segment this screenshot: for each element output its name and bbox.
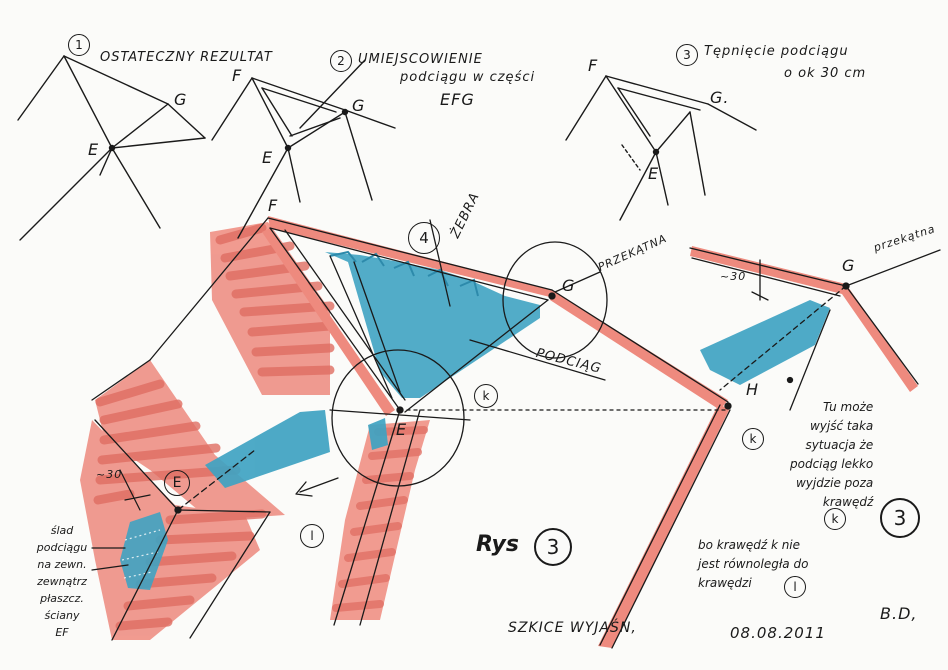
sketch2-title-line3: EFG [440, 90, 475, 109]
right-note2-line: jest równoległa do [698, 557, 809, 571]
sketch1-title: OSTATECZNY REZULTAT [100, 50, 273, 65]
right-note: Tu może wyjść taka sytuacja że podciąg lekk… [790, 398, 873, 512]
main-number: 4 [419, 229, 429, 247]
sketch1-number-circle: 1 [68, 34, 90, 56]
right-note-line: sytuacja że [805, 438, 874, 452]
ink-left-details [91, 469, 151, 571]
left-note: ślad podciągu na zewn. zewnątrz płaszcz. ścia… [26, 522, 98, 641]
ink-sketch2 [211, 59, 396, 239]
main-label-l: l [310, 529, 314, 543]
ribs-fill [325, 252, 540, 398]
right-note-line: Tu może [822, 400, 874, 414]
sketch3-number: 3 [683, 48, 691, 62]
right-big-three: 3 [893, 506, 907, 530]
ink-main [91, 217, 732, 641]
main-label-e: E [396, 420, 408, 439]
main-k-circle: k [474, 384, 498, 408]
right-note-line: krawędź [822, 495, 874, 509]
main-label-g: G [562, 276, 576, 295]
ink-sketch1 [17, 55, 206, 241]
left-note-line: EF [55, 626, 69, 639]
right-note-k: k [831, 512, 839, 526]
ink-sketch3 [565, 75, 757, 221]
left-label-e: E [172, 475, 182, 491]
trace-blue [120, 512, 168, 590]
ink-right [599, 247, 941, 649]
left-note-line: płaszcz. [40, 592, 84, 605]
sketch2-label-f: F [232, 66, 243, 85]
left-note-line: ściany [44, 609, 80, 622]
sketch2-label-e: E [262, 148, 274, 167]
figure-number-circle: 3 [534, 528, 572, 566]
date: 08.08.2011 [730, 624, 826, 642]
left-note-line: podciągu [36, 541, 88, 554]
right-big-three-circle: 3 [880, 498, 920, 538]
main-label-k: k [482, 389, 490, 403]
podciag-right [700, 300, 830, 385]
main-number-circle: 4 [408, 222, 440, 254]
sketch1-label-e: E [88, 140, 100, 159]
sketch3-label-f: F [588, 56, 599, 75]
signature: B.D, [880, 604, 918, 623]
sketch3-label-e: E [648, 164, 660, 183]
left-dim: ~30 [96, 468, 123, 481]
right-note-line: wyjdzie poza [795, 476, 874, 490]
right-note-line: wyjść taka [809, 419, 874, 433]
right-l-circle: l [784, 576, 806, 598]
right-note-line: podciąg lekko [790, 457, 874, 471]
right-k-circle-top: k [742, 428, 764, 450]
sketch2-title-line2: podciągu w części [400, 70, 536, 85]
right-dim: ~30 [720, 270, 747, 283]
right-label-g: G [842, 256, 856, 275]
left-note-line: zewnątrz [37, 575, 87, 588]
sketch1-label-g: G [174, 90, 188, 109]
left-note-line: ślad [50, 524, 74, 537]
right-k-top: k [749, 432, 757, 446]
caption: SZKICE WYJAŚN, [508, 620, 637, 636]
sketch2-label-g: G [352, 96, 366, 115]
right-label-h: H [746, 380, 760, 399]
right-note2-line: krawędzi [698, 576, 752, 590]
right-note2: bo krawędź k nie jest równoległa do krawęd… [698, 536, 808, 593]
right-note2-l: l [793, 580, 797, 594]
sketch3-number-circle: 3 [676, 44, 698, 66]
wall-fill-column [330, 420, 430, 620]
left-note-line: na zewn. [37, 558, 87, 571]
sketch3-title-line2: o ok 30 cm [784, 66, 867, 81]
podciag-lower [205, 410, 388, 488]
main-label-f: F [268, 196, 279, 215]
right-k-circle: k [824, 508, 846, 530]
main-l-circle: l [300, 524, 324, 548]
sketch2-number: 2 [337, 54, 345, 68]
sketch3-title-line1: Tępnięcie podciągu [704, 44, 849, 59]
figure-label: Rys [476, 532, 519, 557]
sketch2-title-line1: UMIEJSCOWIENIE [358, 52, 483, 67]
sketch1-number: 1 [75, 38, 83, 52]
figure-number: 3 [546, 535, 560, 559]
right-note2-line: bo krawędź k nie [698, 538, 801, 552]
sketch3-label-g: G. [710, 88, 730, 107]
left-e-circle: E [164, 470, 190, 496]
sketch2-number-circle: 2 [330, 50, 352, 72]
